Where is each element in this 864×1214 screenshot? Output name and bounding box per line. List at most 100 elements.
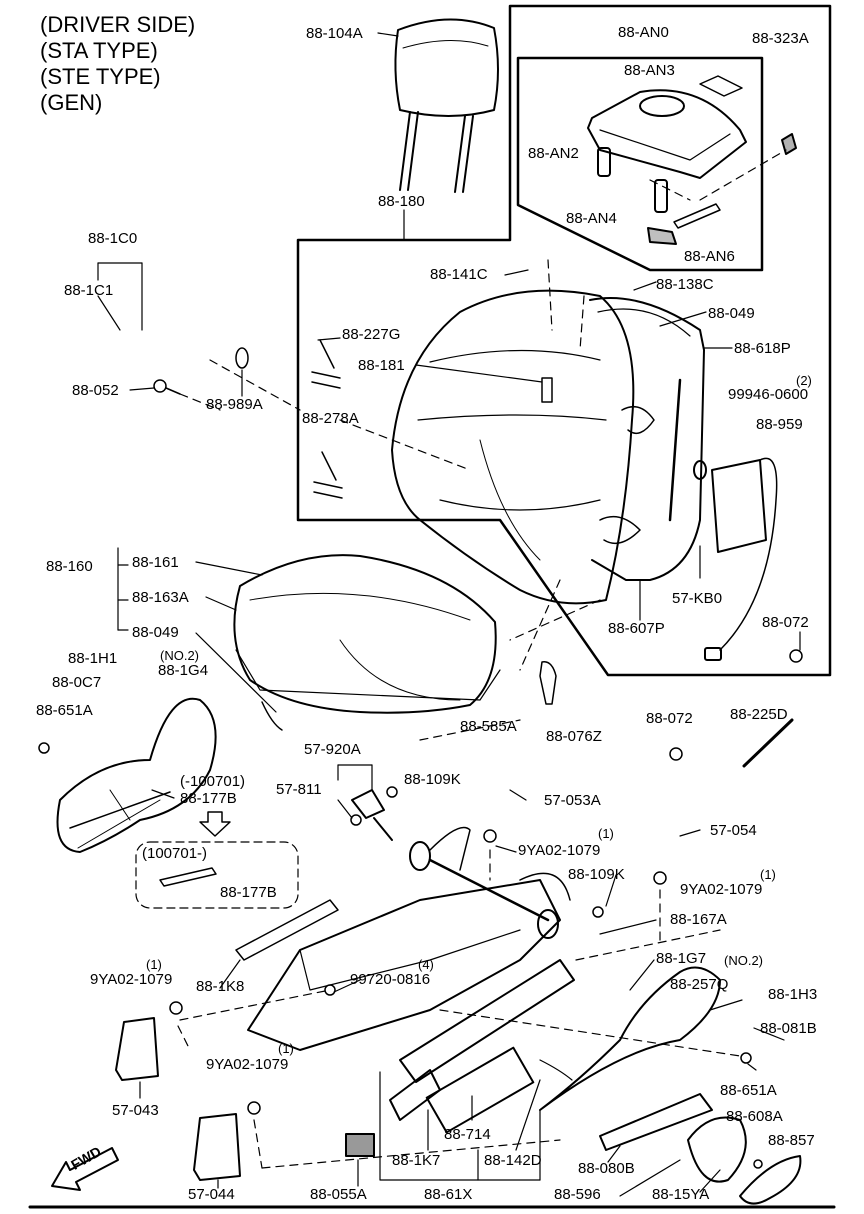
part-label: 88-049 — [132, 624, 179, 641]
qty-label: (NO.2) — [724, 953, 763, 968]
part-label: 88-618P — [734, 340, 791, 357]
tray-assembly-part — [587, 75, 797, 245]
part-label: 88-596 — [554, 1186, 601, 1203]
seat-frame-part — [235, 826, 575, 1134]
part-label: 88-607P — [608, 620, 665, 637]
part-label: 88-323A — [752, 30, 809, 47]
part-label: 9YA02-1079 — [518, 842, 601, 859]
part-label: 88-161 — [132, 554, 179, 571]
side-shield-left-part — [56, 697, 217, 853]
part-label: 88-1K8 — [196, 978, 245, 995]
part-label: 88-959 — [756, 416, 803, 433]
header-driver-side: (DRIVER SIDE) — [40, 12, 196, 37]
part-label: 88-1C1 — [64, 282, 114, 299]
part-label: 88-181 — [358, 357, 405, 374]
buckle-part — [351, 789, 393, 841]
part-label: 88-072 — [762, 614, 809, 631]
part-label: 88-61X — [424, 1186, 473, 1203]
part-label: 88-109K — [568, 866, 625, 883]
qty-label: (1) — [760, 867, 776, 882]
part-label: 88-055A — [310, 1186, 367, 1203]
leader-lines — [97, 32, 801, 1197]
part-label: 57-054 — [710, 822, 757, 839]
part-label: 88-AN2 — [528, 145, 579, 162]
part-label: 88-1G4 — [158, 662, 209, 679]
part-label: 57-811 — [276, 781, 322, 798]
part-label: 88-076Z — [546, 728, 602, 745]
part-label: 88-1C0 — [88, 230, 138, 247]
fasteners — [38, 347, 803, 1169]
part-label: 88-052 — [72, 382, 119, 399]
qty-label: (2) — [796, 373, 812, 388]
part-label: 88-608A — [726, 1108, 783, 1125]
airbag-module-part — [704, 457, 778, 661]
part-label: 88-180 — [378, 193, 425, 210]
part-label: 88-AN4 — [566, 210, 617, 227]
qty-label: (1) — [146, 957, 162, 972]
fwd-arrow-icon — [51, 1147, 119, 1191]
rod-88-177b-part — [159, 867, 217, 887]
part-label: (100701-) — [142, 845, 208, 862]
part-label: 9YA02-1079 — [206, 1056, 289, 1073]
part-label: 88-0C7 — [52, 674, 102, 691]
part-label: 99720-0816 — [350, 971, 431, 988]
side-shield-right-part — [539, 966, 802, 1205]
qty-label: (1) — [278, 1041, 294, 1056]
part-label: 57-KB0 — [672, 590, 723, 607]
part-label: 88-651A — [720, 1082, 777, 1099]
part-label: 88-1K7 — [392, 1152, 441, 1169]
qty-label: (NO.2) — [160, 648, 199, 663]
part-label: 9YA02-1079 — [680, 881, 763, 898]
trim-clips — [311, 339, 553, 499]
qty-label: (4) — [418, 957, 434, 972]
part-label: 88-177B — [180, 790, 237, 807]
part-label: 88-141C — [430, 266, 488, 283]
part-label: 88-1H3 — [768, 986, 818, 1003]
part-label: 88-AN0 — [618, 24, 669, 41]
part-label: 88-857 — [768, 1132, 815, 1149]
part-label: 88-163A — [132, 589, 189, 606]
part-label: 57-053A — [544, 792, 601, 809]
cover-55a-part — [345, 1133, 375, 1157]
part-label: 88-225D — [730, 706, 788, 723]
part-label: 88-177B — [220, 884, 277, 901]
part-label: 88-1H1 — [68, 650, 118, 667]
part-label: 88-160 — [46, 558, 93, 575]
part-label: 88-072 — [646, 710, 693, 727]
part-label: 88-080B — [578, 1160, 635, 1177]
part-label: 88-227G — [342, 326, 401, 343]
part-label: (-100701) — [180, 773, 246, 790]
post-100701-box — [135, 841, 299, 909]
rod-88-177b-pre-part — [69, 791, 171, 829]
part-label: 88-278A — [302, 410, 359, 427]
part-label: 9YA02-1079 — [90, 971, 173, 988]
seatback-frame-part — [589, 297, 707, 581]
dashed-alignment-lines — [177, 149, 787, 1169]
part-label: 88-585A — [460, 718, 517, 735]
seatback-part — [391, 289, 635, 605]
part-label: 88-AN3 — [624, 62, 675, 79]
seatback-group-box — [296, 4, 832, 677]
part-label: 88-142D — [484, 1152, 542, 1169]
header-gen: (GEN) — [40, 90, 103, 115]
part-label: 88-104A — [306, 25, 363, 42]
part-label: 88-257Q — [670, 976, 729, 993]
part-label: 99946-0600 — [728, 386, 809, 403]
part-label: 88-15YA — [652, 1186, 710, 1203]
part-label: 57-043 — [112, 1102, 159, 1119]
part-label: 57-044 — [188, 1186, 235, 1203]
part-label: 57-920A — [304, 741, 361, 758]
part-label: 88-109K — [404, 771, 461, 788]
part-label: 88-138C — [656, 276, 714, 293]
part-label: 88-651A — [36, 702, 93, 719]
part-label: 88-1G7 — [656, 950, 707, 967]
header-ste-type: (STE TYPE) — [40, 64, 161, 89]
cover-57-044-part — [193, 1113, 241, 1181]
part-label: 88-167A — [670, 911, 727, 928]
part-label: 88-714 — [444, 1126, 491, 1143]
seat-cushion-part — [233, 554, 501, 731]
down-arrow-icon — [199, 811, 231, 837]
part-label: 88-049 — [708, 305, 755, 322]
